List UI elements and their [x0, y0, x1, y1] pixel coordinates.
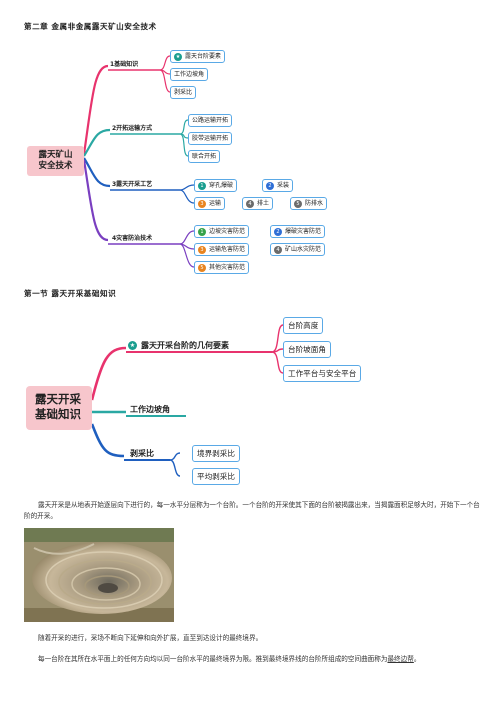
numbered-circle-icon: 1: [198, 181, 206, 190]
leaf-bench-elements: ★露天台阶要素: [170, 50, 226, 63]
numbered-circle-icon: 4: [246, 199, 254, 208]
numbered-circle-icon: 3: [198, 245, 206, 254]
leaf-bench-slope-angle: 台阶坡面角: [283, 341, 331, 358]
leaf-working-slope-angle: 工作边坡角: [170, 68, 209, 81]
leaf-combined-development: 联合开拓: [188, 150, 221, 163]
leaf-working-safety-platform: 工作平台与安全平台: [283, 365, 362, 382]
mindmap1-root: 露天矿山 安全技术: [27, 146, 84, 176]
paragraph-final-wall: 每一台阶在其所在水平面上的任何方向均以同一台阶水平的最终境界为限。推到最终境界线…: [38, 655, 421, 663]
mindmap1-branch-process: 3露天开采工艺: [112, 181, 153, 188]
leaf-bench-height: 台阶高度: [283, 317, 324, 334]
mindmap2-branch-stripping-ratio: 剥采比: [130, 449, 154, 458]
numbered-circle-icon: 2: [266, 181, 274, 190]
numbered-circle-icon: 5: [294, 199, 302, 208]
numbered-circle-icon: ★: [174, 52, 182, 61]
leaf-stripping-ratio: 剥采比: [170, 86, 197, 99]
numbered-circle-icon: 5: [198, 263, 206, 272]
connector-branch3: [83, 157, 111, 188]
leaf-road-transport: 公路运输开拓: [188, 114, 233, 127]
leaf-belt-transport: 胶带运输开拓: [188, 132, 233, 145]
mindmap1-branch-transport: 2开拓运输方式: [112, 125, 153, 132]
mindmap2-branch-bench-geometry: ★露天开采台阶的几何要素: [128, 341, 229, 350]
numbered-circle-icon: 4: [274, 245, 282, 254]
mindmap2-connectors: [90, 324, 284, 477]
mindmap2-branch-working-slope: 工作边坡角: [130, 405, 170, 414]
mindmap1-root-line1: 露天矿山: [38, 150, 73, 160]
numbered-circle-icon: 3: [198, 199, 206, 208]
mindmap1-connectors: [82, 55, 195, 268]
mindmap2-root-line2: 基础知识: [35, 407, 81, 421]
section-title: 第一节 露天开采基础知识: [24, 289, 117, 298]
term-final-wall: 最终边帮: [387, 655, 414, 663]
mindmap1-branch-basics: 1基础知识: [110, 61, 139, 68]
leaf-boundary-stripping-ratio: 境界剥采比: [192, 445, 240, 462]
numbered-circle-icon: 2: [274, 227, 282, 236]
mindmap2-root-line1: 露天开采: [35, 392, 81, 406]
mindmap1-branch-disaster: 4灾害防治技术: [112, 235, 153, 242]
paragraph-benches: 露天开采是从地表开始逐层向下进行的，每一水平分层称为一个台阶。一个台阶的开采使其…: [24, 501, 480, 520]
mindmap1-root-line2: 安全技术: [38, 161, 73, 171]
connector-branch1: [82, 64, 109, 155]
chapter-title: 第二章 金属非金属露天矿山安全技术: [24, 22, 157, 31]
mindmap2-root: 露天开采 基础知识: [26, 386, 92, 430]
open-pit-mine-icon: [24, 528, 174, 622]
paragraph-extension: 随着开采的进行，采场不断向下延伸和向外扩展，直至到达设计的最终境界。: [38, 634, 263, 642]
numbered-circle-icon: ★: [128, 341, 137, 350]
open-pit-mine-photo: [24, 528, 174, 622]
connector-branch4: [82, 159, 109, 242]
connector-branch2: [83, 128, 111, 157]
numbered-circle-icon: 1: [198, 227, 206, 236]
leaf-average-stripping-ratio: 平均剥采比: [192, 468, 240, 485]
